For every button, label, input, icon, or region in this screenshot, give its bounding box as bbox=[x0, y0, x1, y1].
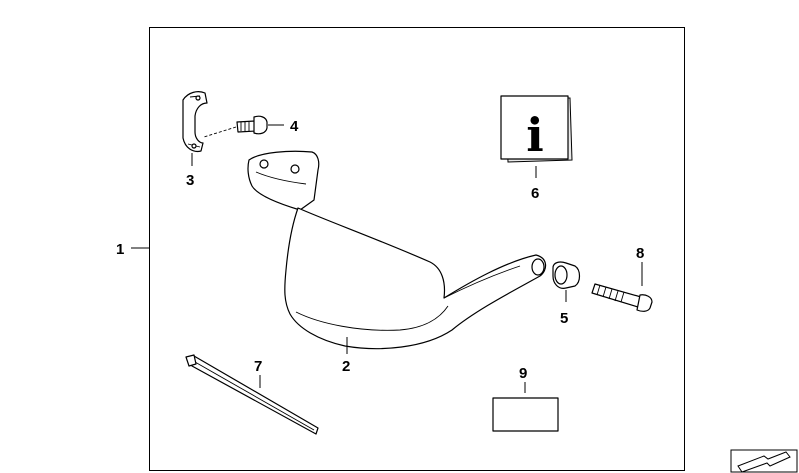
cable-tie-part-7[interactable] bbox=[185, 354, 319, 435]
callout-1-label: 1 bbox=[116, 241, 124, 258]
long-bolt-part-8[interactable] bbox=[591, 283, 653, 312]
callout-9-label[interactable]: 9 bbox=[519, 365, 527, 382]
arrow-corner-icon[interactable] bbox=[730, 449, 798, 473]
diagram-frame bbox=[149, 27, 685, 471]
callout-4-label[interactable]: 4 bbox=[290, 118, 299, 135]
callout-3-label[interactable]: 3 bbox=[186, 172, 194, 189]
assembly-line-4-3 bbox=[203, 126, 237, 138]
callout-2-label[interactable]: 2 bbox=[342, 358, 350, 375]
callout-5-label[interactable]: 5 bbox=[560, 310, 568, 327]
callout-7-label[interactable]: 7 bbox=[254, 358, 262, 375]
clamp-part-3[interactable] bbox=[182, 91, 208, 153]
callout-1[interactable]: 1 bbox=[116, 241, 149, 258]
label-part-9[interactable] bbox=[492, 397, 559, 432]
callout-8-label[interactable]: 8 bbox=[636, 245, 644, 262]
bolt-part-4[interactable] bbox=[236, 115, 268, 135]
info-booklet-icon: i bbox=[526, 108, 543, 162]
callout-6-label[interactable]: 6 bbox=[531, 185, 539, 202]
info-booklet-part-6[interactable]: i bbox=[500, 95, 573, 163]
hand-guard-part-2[interactable] bbox=[247, 150, 547, 350]
spacer-part-5[interactable] bbox=[552, 261, 581, 289]
